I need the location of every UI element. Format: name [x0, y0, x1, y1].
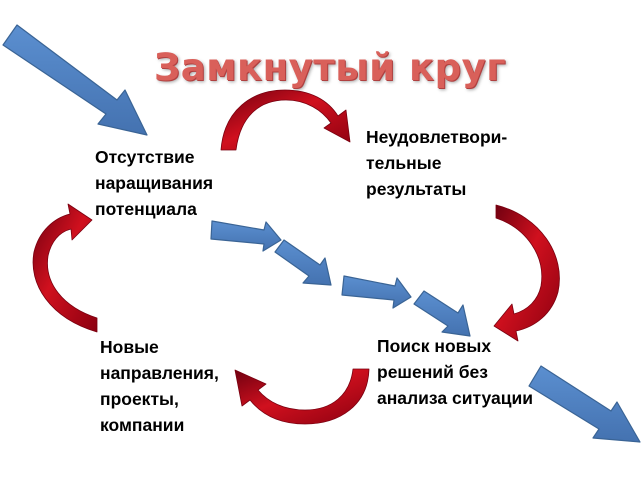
flow-arrow-2-icon — [274, 239, 332, 286]
node-new-directions: Новые направления, проекты, компании — [100, 337, 219, 435]
node-lack-of-growth: Отсутствие наращивания потенциала — [95, 147, 214, 219]
node-unsatisfactory-results: Неудовлетвори- тельные результаты — [366, 127, 508, 199]
cycle-arrow-left-icon — [32, 203, 98, 333]
flow-arrow-4-icon — [413, 290, 471, 337]
cycle-arrow-bottom-icon — [234, 368, 370, 425]
flow-arrow-3-icon — [341, 275, 412, 309]
cycle-arrow-top-icon — [220, 89, 351, 151]
entry-arrow-icon — [2, 24, 148, 136]
diagram-title: Замкнутый круг — [153, 46, 507, 89]
flow-arrow-1-icon — [210, 220, 282, 252]
exit-arrow-icon — [528, 365, 641, 443]
cycle-arrow-right-icon — [493, 204, 560, 342]
node-search-solutions: Поиск новых решений без анализа ситуации — [377, 336, 533, 408]
